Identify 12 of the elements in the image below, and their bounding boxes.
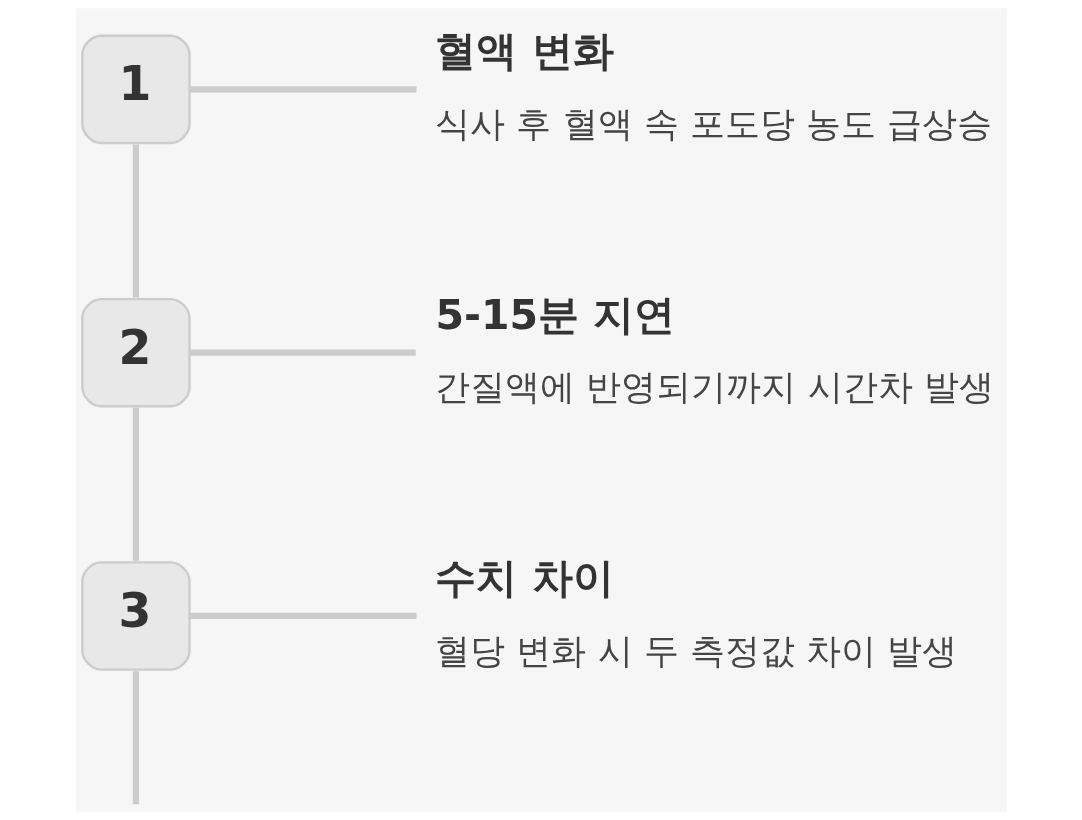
connector bbox=[189, 349, 416, 356]
node-box: 2 bbox=[80, 297, 191, 408]
connector bbox=[132, 144, 139, 298]
connector bbox=[132, 407, 139, 561]
node-text: 수치 차이 혈당 변화 시 두 측정값 차이 발생 bbox=[434, 554, 957, 671]
node-text: 5-15분 지연 간질액에 반영되기까지 시간차 발생 bbox=[434, 290, 994, 408]
connector bbox=[132, 671, 139, 805]
node-text: 혈액 변화 식사 후 혈액 속 포도당 농도 급상승 bbox=[434, 27, 992, 145]
node-box: 1 bbox=[80, 34, 191, 145]
connector bbox=[189, 612, 417, 620]
connector bbox=[189, 86, 417, 93]
node-box: 3 bbox=[80, 561, 191, 671]
